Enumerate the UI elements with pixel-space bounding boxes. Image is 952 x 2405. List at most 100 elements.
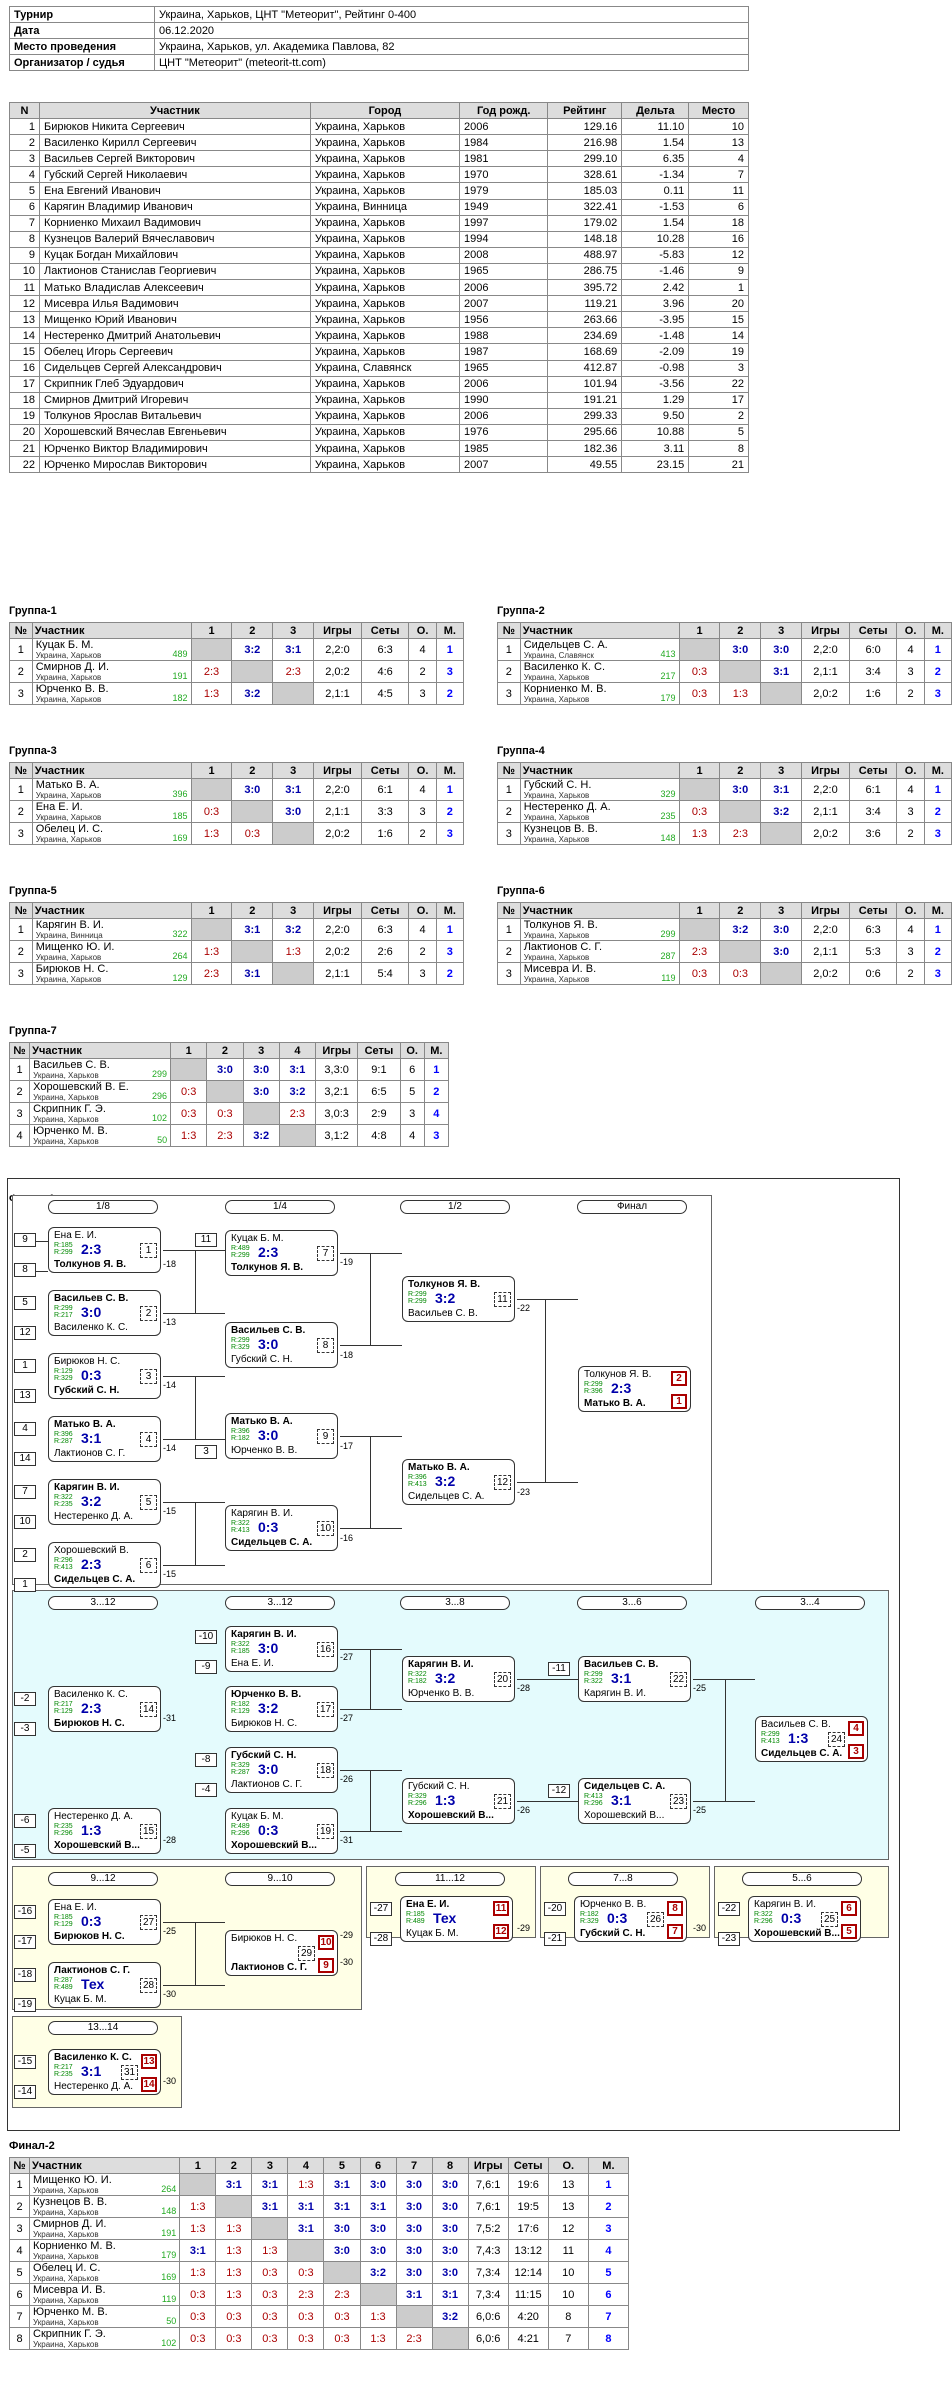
score-value: 1:3 xyxy=(190,2222,206,2235)
match-score: 2:3 xyxy=(206,1124,244,1147)
loser-link: -27 xyxy=(340,1713,354,1723)
loser-link: -26 xyxy=(517,1805,531,1815)
match-score: 3:2 xyxy=(435,1290,456,1306)
bracket-line xyxy=(163,1985,225,1986)
table-cell: 7 xyxy=(8,214,41,232)
rating-bottom: R:182 xyxy=(231,1435,250,1442)
loser-link: -14 xyxy=(163,1380,177,1390)
stat-cell: 5 xyxy=(399,1080,425,1103)
player-name: Корниенко М. В. xyxy=(523,683,607,695)
player-top: Матько В. А. xyxy=(408,1462,470,1473)
table-cell: Корниенко Михаил Вадимович xyxy=(39,214,311,232)
diagonal-cell xyxy=(760,682,803,705)
player-top: Хорошевский В. xyxy=(54,1545,129,1556)
score-value: 3:0 xyxy=(773,945,790,958)
row-number: 1 xyxy=(8,1058,31,1081)
table-cell: 18 xyxy=(8,391,41,409)
match-score: 1:3 xyxy=(215,2261,253,2284)
stat-cell: 1:6 xyxy=(360,822,410,845)
match-score: 0:3 xyxy=(323,2327,361,2350)
table-cell: 299.10 xyxy=(547,150,623,168)
loser-link: -26 xyxy=(340,1774,354,1784)
seed-box: -2 xyxy=(14,1692,36,1706)
match-score: 0:3 xyxy=(170,1102,208,1125)
table-cell: 19 xyxy=(8,407,41,425)
seed-box: -8 xyxy=(195,1753,217,1767)
group-title: Группа-5 xyxy=(9,885,57,897)
match-number: 3 xyxy=(140,1369,157,1384)
stat-cell: 3:4 xyxy=(848,660,898,683)
match-score: 2:3 xyxy=(611,1380,632,1396)
player-city: Украина, Харьков xyxy=(35,673,102,682)
stat-cell: 2 xyxy=(896,682,925,705)
player-rating: 50 xyxy=(157,1135,168,1145)
player-name: Смирнов Д. И. xyxy=(33,2218,107,2230)
row-number: 1 xyxy=(9,638,33,661)
match-score: 2:3 xyxy=(719,822,762,845)
score-value: 3:0 xyxy=(442,2244,459,2257)
score-value: 3:0 xyxy=(442,2222,459,2235)
score-value: 3:0 xyxy=(334,2244,350,2257)
score-value: 1:3 xyxy=(190,2200,206,2213)
diagonal-cell xyxy=(678,918,721,941)
rating-top: R:322 xyxy=(54,1494,73,1501)
match-score: 1:3 xyxy=(179,2195,217,2218)
player-top: Карягин В. И. xyxy=(231,1629,297,1640)
seed-box: 14 xyxy=(14,1452,36,1466)
score-value: 0:3 xyxy=(190,2332,206,2345)
match-score: 0:3 xyxy=(251,2327,289,2350)
diagonal-cell xyxy=(272,822,315,845)
table-cell: 3.11 xyxy=(621,439,690,458)
column-header: Город xyxy=(309,101,461,120)
column-header: Год рожд. xyxy=(459,101,549,120)
stat-cell: 10 xyxy=(547,2261,589,2284)
table-cell: Василенко Кирилл Сергеевич xyxy=(39,134,311,152)
place-cell: 2 xyxy=(435,682,465,705)
player-rating: 191 xyxy=(161,2228,177,2238)
stat-cell: 17:6 xyxy=(507,2217,549,2240)
column-header: Игры xyxy=(313,762,362,779)
match-score: 3:1 xyxy=(287,2195,325,2218)
table-cell: 263.66 xyxy=(547,311,623,329)
stat-cell: 2,1:1 xyxy=(801,660,850,683)
bracket-line xyxy=(163,1250,225,1251)
rating-bottom: R:299 xyxy=(231,1252,250,1259)
table-cell: 10.88 xyxy=(621,423,690,441)
stat-cell: 3,2:1 xyxy=(315,1080,359,1103)
player-name: Карягин В. И. xyxy=(35,919,104,931)
rating-top: R:182 xyxy=(580,1911,599,1918)
stat-cell: 2,0:2 xyxy=(801,682,850,705)
player-bottom: Губский С. Н. xyxy=(580,1928,646,1939)
stat-cell: 6:1 xyxy=(848,778,898,801)
match-score: 3:2 xyxy=(242,1124,280,1147)
match-score: 1:3 xyxy=(170,1124,208,1147)
row-number: 3 xyxy=(8,1102,31,1125)
place-value: 2 xyxy=(433,1085,440,1098)
column-header: № xyxy=(9,902,33,919)
match-score: 3:0 xyxy=(81,1304,102,1320)
score-value: 3:1 xyxy=(406,2288,423,2301)
table-cell: 9 xyxy=(688,262,749,281)
player-bottom: Губский С. Н. xyxy=(54,1385,120,1396)
row-number: 2 xyxy=(9,940,33,963)
score-value: 2:3 xyxy=(406,2332,422,2345)
match-number: 1 xyxy=(140,1243,157,1258)
seed-box: -16 xyxy=(14,1905,36,1919)
seed-box: -17 xyxy=(14,1935,36,1949)
row-number: 3 xyxy=(9,822,33,845)
match-score: 0:3 xyxy=(179,2283,217,2306)
place-cell: 1 xyxy=(923,638,952,661)
place-cell: 3 xyxy=(923,962,952,985)
table-cell: 1.54 xyxy=(621,134,690,152)
